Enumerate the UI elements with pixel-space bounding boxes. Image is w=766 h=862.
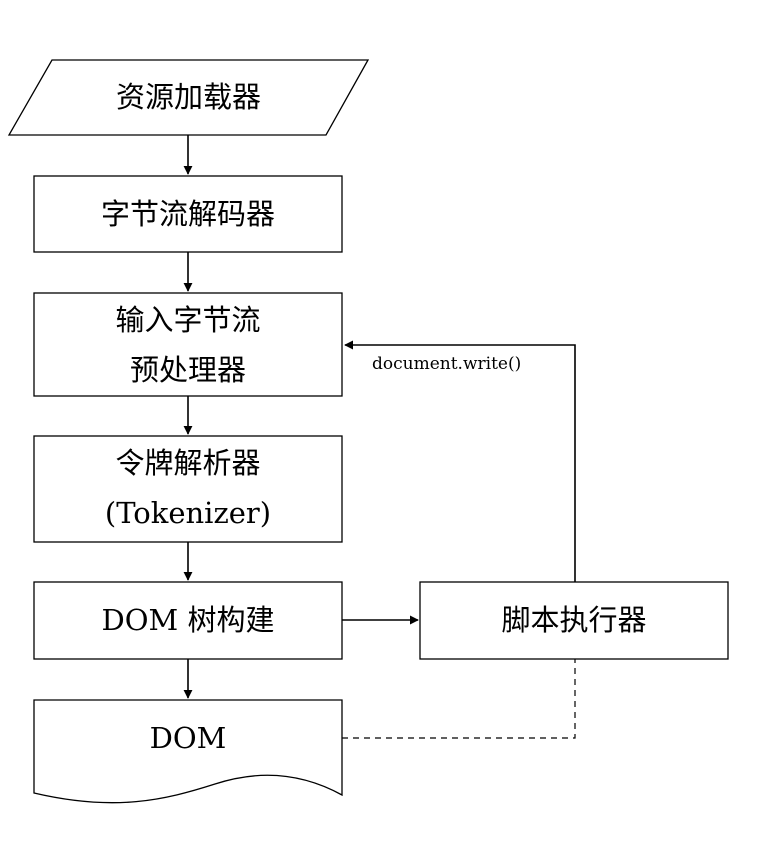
- input-preprocessor-line2: 预处理器: [129, 353, 246, 387]
- tree-construction-label: DOM 树构建: [101, 603, 275, 637]
- tree-construction-box: [33, 581, 343, 660]
- dom-label: DOM: [149, 721, 227, 755]
- input-preprocessor-line1: 输入字节流: [115, 303, 261, 337]
- tokenizer-line1: 令牌解析器: [115, 446, 261, 480]
- byte-stream-decoder-label: 字节流解码器: [100, 197, 275, 231]
- resource-loader-label: 资源加载器: [115, 80, 261, 114]
- tokenizer-line2: (Tokenizer): [104, 496, 272, 530]
- arrow-document-write: [344, 340, 576, 582]
- resource-loader-shape: [7, 59, 370, 136]
- tokenizer-label: 令牌解析器 (Tokenizer): [34, 438, 342, 538]
- byte-stream-decoder-box: [33, 175, 343, 253]
- script-executor-label: 脚本执行器: [501, 603, 647, 637]
- dashed-dom-script-link: [342, 659, 576, 739]
- tokenizer-box: [33, 435, 343, 543]
- script-executor-box: [419, 581, 729, 660]
- input-preprocessor-label: 输入字节流 预处理器: [34, 295, 342, 395]
- dom-document-shape: [33, 699, 343, 804]
- document-write-label: document.write(): [372, 354, 522, 374]
